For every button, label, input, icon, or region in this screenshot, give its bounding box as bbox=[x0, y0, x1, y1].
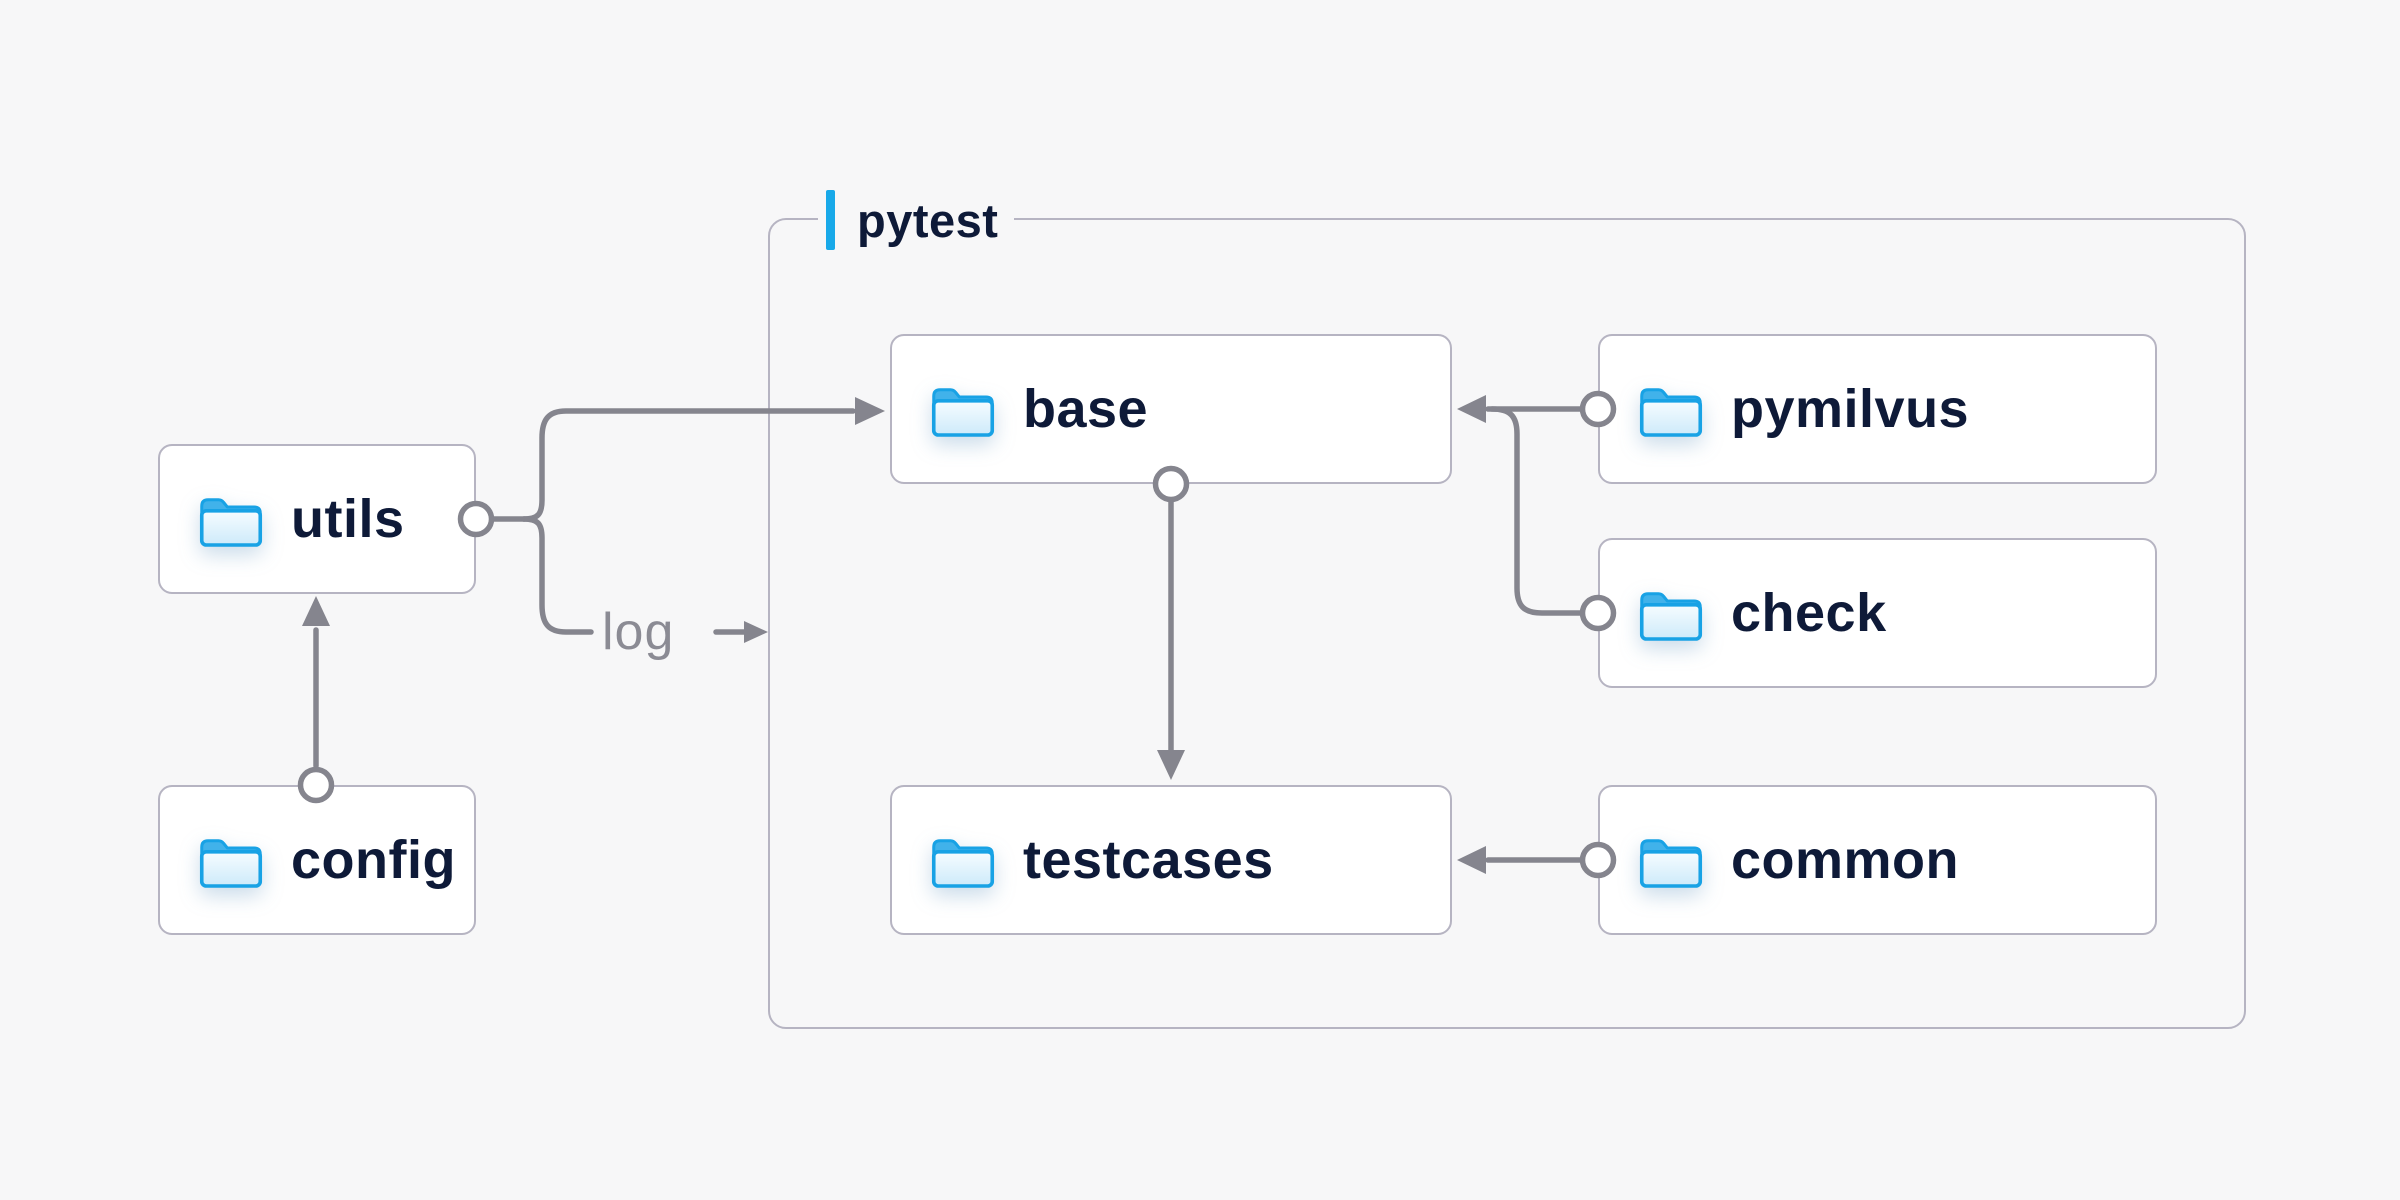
node-pymilvus: pymilvus bbox=[1598, 334, 2157, 484]
node-testcases: testcases bbox=[890, 785, 1452, 935]
arrowhead-config-utils bbox=[302, 596, 330, 626]
group-title: pytest bbox=[857, 193, 999, 247]
node-label: base bbox=[1023, 379, 1149, 439]
pytest-group-label: pytest bbox=[818, 190, 1015, 250]
node-label: utils bbox=[291, 489, 405, 549]
folder-icon bbox=[931, 838, 995, 888]
node-config: config bbox=[158, 785, 476, 935]
folder-icon bbox=[1639, 838, 1703, 888]
arrowhead-log bbox=[744, 621, 768, 643]
edge-utils-log bbox=[521, 516, 594, 635]
pytest-group: pytest bbox=[768, 190, 2246, 1029]
node-label: check bbox=[1731, 583, 1887, 643]
folder-icon bbox=[931, 387, 995, 437]
node-label: config bbox=[291, 830, 456, 890]
node-base: base bbox=[890, 334, 1452, 484]
node-utils: utils bbox=[158, 444, 476, 594]
folder-icon bbox=[199, 838, 263, 888]
node-label: testcases bbox=[1023, 830, 1274, 890]
folder-icon bbox=[1639, 387, 1703, 437]
node-check: check bbox=[1598, 538, 2157, 688]
edge-label-log: log bbox=[602, 603, 675, 661]
folder-icon bbox=[199, 497, 263, 547]
node-label: common bbox=[1731, 830, 1960, 890]
node-common: common bbox=[1598, 785, 2157, 935]
folder-icon bbox=[1639, 591, 1703, 641]
node-label: pymilvus bbox=[1731, 379, 1970, 439]
accent-bar bbox=[826, 190, 835, 250]
